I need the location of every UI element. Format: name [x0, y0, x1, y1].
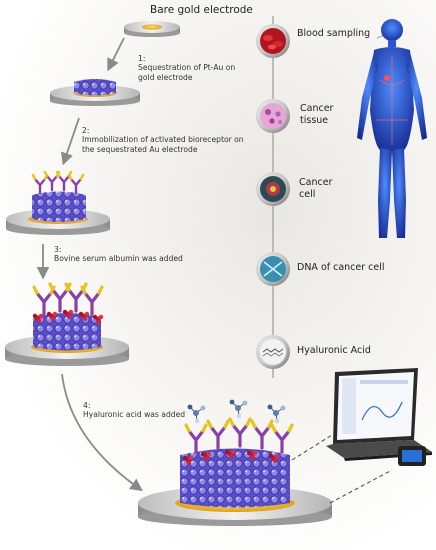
tissue-icon: [256, 99, 290, 133]
molecule-structure-icon: [256, 335, 290, 369]
step-3-line-1: Bovine serum albumin was added: [54, 254, 183, 264]
step-1-line-1: Sequestration of Pt-Au on: [138, 63, 236, 73]
electrode-final: [138, 399, 332, 526]
dash-line-2: [329, 469, 393, 504]
body-head: [381, 19, 403, 41]
cancer-cell-icon: [256, 172, 290, 206]
step-2-label: 2: Immobilization of activated biorecept…: [82, 126, 244, 154]
diagram-title: Bare gold electrode: [150, 4, 253, 16]
laptop-screen: [337, 372, 414, 440]
dna-icon: [256, 252, 290, 286]
step-2-number: 2:: [82, 126, 90, 135]
pt-au-nanostructure: [74, 79, 116, 96]
antibody-1: [31, 173, 49, 195]
antibody-f4: [250, 419, 274, 450]
human-body-figure: [357, 19, 427, 238]
body-right-leg: [392, 148, 406, 238]
antibody-f2: [206, 419, 230, 450]
antibody-2: [43, 170, 61, 192]
arrow-step-1: [107, 37, 125, 72]
nanostructure-3: [33, 313, 101, 351]
bare-gold-electrode: [124, 21, 180, 37]
source-blood-sampling: Blood sampling: [297, 28, 371, 39]
body-left-arm: [357, 52, 378, 140]
antibody-a: [32, 285, 56, 316]
source-cancer-tissue: Cancer tissue: [300, 103, 333, 127]
step-3-number: 3:: [54, 245, 62, 254]
antibody-f1: [184, 423, 208, 454]
laptop-readout: [326, 368, 432, 461]
heart-icon: [384, 75, 390, 81]
nanostructure-final: [180, 448, 290, 508]
source-cancer-cell: Cancer cell: [299, 177, 332, 201]
dash-line-1: [291, 434, 333, 461]
step-1-number: 1:: [138, 54, 146, 63]
step-1-line-2: gold electrode: [138, 72, 193, 82]
source-cancer-tissue-line-2: tissue: [300, 114, 329, 126]
step-3-label: 3: Bovine serum albumin was added: [54, 245, 183, 264]
antibody-f5: [270, 423, 294, 454]
antibody-f3: [228, 417, 252, 448]
source-cancer-tissue-line-1: Cancer: [300, 103, 334, 114]
arrow-step-4: [61, 373, 143, 492]
source-hyaluronic-acid: Hyaluronic Acid: [297, 345, 371, 356]
step-4-line-1: Hyaluronic acid was added: [83, 410, 186, 420]
step-2-line-1: Immobilization of activated bioreceptor …: [82, 135, 244, 145]
body-left-leg: [378, 148, 392, 238]
source-cancer-cell-line-1: Cancer: [299, 177, 333, 188]
antibody-d: [80, 285, 104, 316]
arrow-step-2: [60, 117, 80, 166]
hyaluronic-molecule-2: [229, 399, 248, 419]
antibody-4: [67, 173, 85, 195]
source-dna: DNA of cancer cell: [297, 262, 385, 273]
electrode-bsa: [5, 282, 129, 366]
electrode-bioreceptor: [6, 170, 110, 235]
step-2-line-2: the sequestrated Au electrode: [82, 144, 198, 154]
source-cancer-cell-line-2: cell: [299, 188, 316, 200]
hyaluronic-molecule-1: [187, 404, 206, 424]
potentiostat-device: [398, 446, 426, 466]
body-right-arm: [406, 52, 427, 140]
step-4-label: 4: Hyaluronic acid was added: [83, 401, 185, 420]
step-1-label: 1: Sequestration of Pt-Au on gold electr…: [138, 54, 235, 82]
nanostructure-2: [32, 191, 86, 222]
step-4-number: 4:: [83, 401, 91, 410]
hyaluronic-molecule-3: [267, 404, 286, 424]
blood-cells-icon: [256, 24, 290, 58]
electrode-pt-au: [50, 79, 140, 106]
